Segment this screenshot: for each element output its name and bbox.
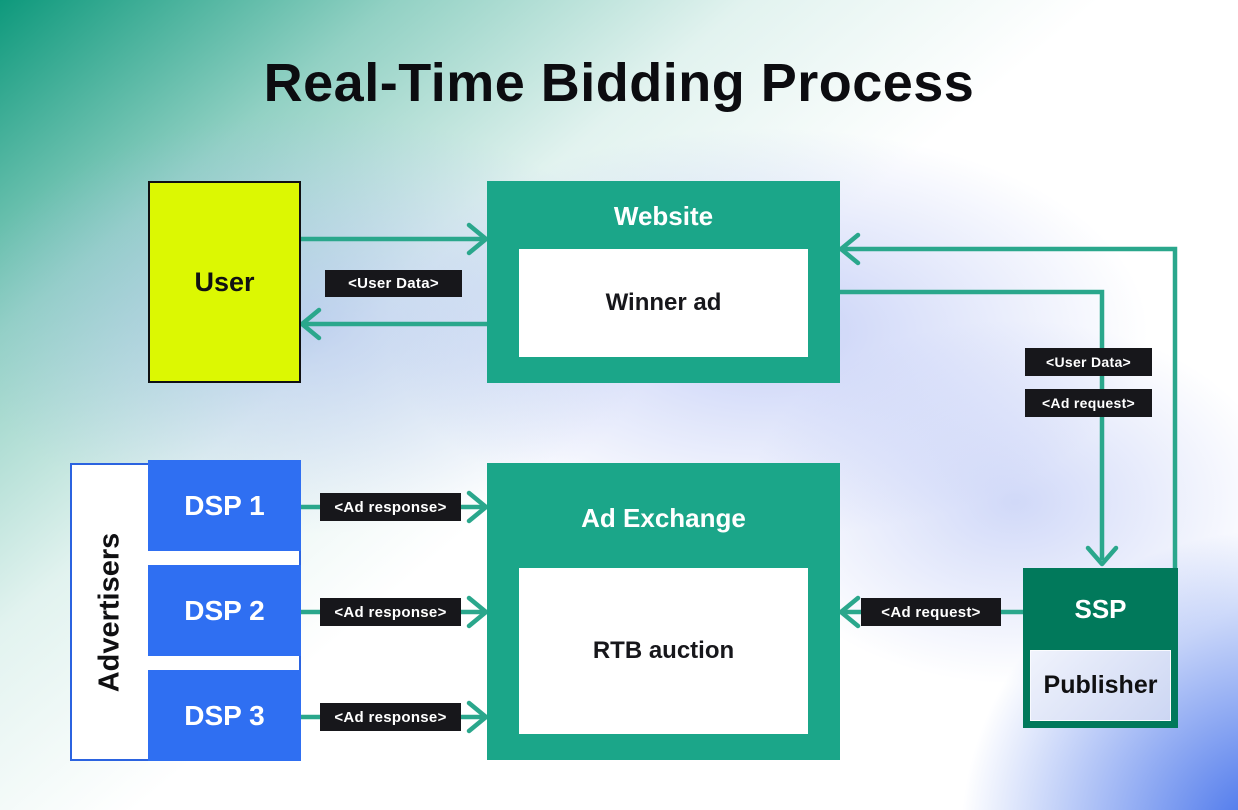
arrow-ssp-to-website (838, 232, 1178, 568)
badge-user-data-left: <User Data> (325, 270, 462, 297)
ad-exchange-node: Ad Exchange RTB auction (487, 463, 840, 760)
advertisers-label: Advertisers (93, 532, 126, 692)
arrow-website-to-user (299, 307, 487, 341)
website-title: Website (613, 201, 714, 231)
badge-ad-request-right: <Ad request> (1025, 389, 1152, 417)
badge-user-data-right: <User Data> (1025, 348, 1152, 376)
badge-ad-request-mid: <Ad request> (861, 598, 1001, 626)
rtb-auction-panel: RTB auction (519, 568, 808, 734)
winner-ad-label: Winner ad (605, 289, 722, 316)
page-title: Real-Time Bidding Process (263, 53, 975, 113)
rtb-auction-label: RTB auction (592, 637, 735, 664)
publisher-node: Publisher (1030, 650, 1171, 721)
dsp2-label: DSP 2 (184, 594, 265, 626)
badge-ad-response-dsp1: <Ad response> (320, 493, 461, 521)
dsp1-node: DSP 1 (148, 460, 301, 551)
ssp-node: SSP Publisher (1023, 568, 1178, 728)
dsp3-label: DSP 3 (184, 699, 265, 731)
dsp2-node: DSP 2 (148, 565, 301, 656)
advertisers-label-zone: Advertisers (72, 465, 148, 759)
publisher-label: Publisher (1043, 671, 1158, 699)
badge-ad-response-dsp3: <Ad response> (320, 703, 461, 731)
ad-exchange-title: Ad Exchange (581, 503, 746, 533)
arrow-website-to-ssp (840, 289, 1119, 567)
user-node: User (148, 181, 301, 383)
badge-ad-response-dsp2: <Ad response> (320, 598, 461, 626)
winner-ad-panel: Winner ad (519, 249, 808, 357)
website-node: Website Winner ad (487, 181, 840, 383)
dsp3-node: DSP 3 (148, 670, 301, 761)
ssp-label: SSP (1074, 593, 1127, 624)
user-label: User (194, 266, 255, 297)
dsp1-label: DSP 1 (184, 489, 265, 521)
arrow-user-to-website (301, 222, 489, 256)
